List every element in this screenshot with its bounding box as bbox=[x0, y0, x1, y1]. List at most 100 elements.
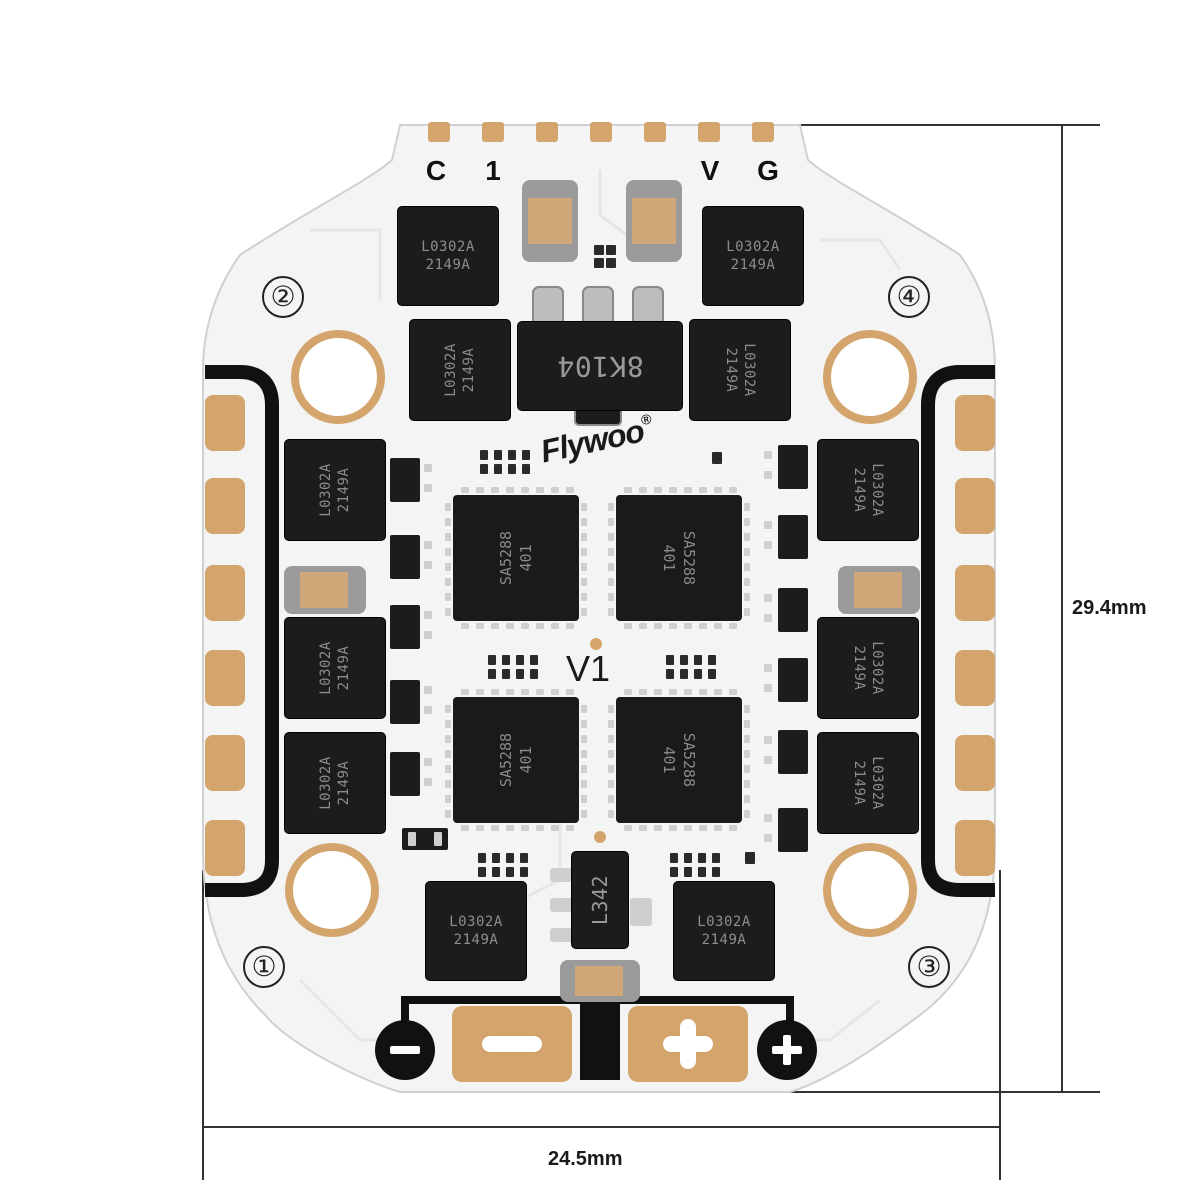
smd-part bbox=[581, 780, 587, 788]
smd-part bbox=[492, 867, 500, 877]
smd-part bbox=[476, 623, 484, 629]
smd-part bbox=[445, 578, 451, 586]
smd-part bbox=[744, 578, 750, 586]
smd-part bbox=[581, 518, 587, 526]
smd-part bbox=[764, 471, 772, 479]
smd-part bbox=[445, 765, 451, 773]
smd-part bbox=[581, 810, 587, 818]
smd-part bbox=[566, 825, 574, 831]
smd-part bbox=[551, 487, 559, 493]
smd-part bbox=[608, 705, 614, 713]
smd-part bbox=[608, 720, 614, 728]
smd-part bbox=[566, 487, 574, 493]
motor-number-3: ③ bbox=[908, 946, 950, 988]
smd-part bbox=[669, 623, 677, 629]
smd-part bbox=[390, 752, 420, 796]
smd-part bbox=[566, 623, 574, 629]
right-motor-pads bbox=[955, 395, 995, 876]
smd-part bbox=[424, 484, 432, 492]
smd-part bbox=[491, 623, 499, 629]
smd-part bbox=[744, 750, 750, 758]
smd-part bbox=[714, 825, 722, 831]
smd-part bbox=[445, 548, 451, 556]
smd-part bbox=[654, 825, 662, 831]
smd-part bbox=[608, 765, 614, 773]
smd-part bbox=[581, 578, 587, 586]
smd-part bbox=[424, 541, 432, 549]
smd-part bbox=[764, 756, 772, 764]
smd-part bbox=[581, 705, 587, 713]
smd-part bbox=[445, 795, 451, 803]
top-pads bbox=[428, 122, 774, 142]
smd-part bbox=[390, 605, 420, 649]
smd-part bbox=[566, 689, 574, 695]
smd-part bbox=[522, 450, 530, 460]
smd-part bbox=[764, 614, 772, 622]
smd-part bbox=[744, 563, 750, 571]
smd-part bbox=[764, 834, 772, 842]
smd-part bbox=[476, 487, 484, 493]
smd-part bbox=[608, 750, 614, 758]
smd-part bbox=[480, 450, 488, 460]
smd-part bbox=[581, 720, 587, 728]
smd-part bbox=[680, 669, 688, 679]
smd-part bbox=[445, 720, 451, 728]
smd-part bbox=[729, 689, 737, 695]
smd-part bbox=[434, 832, 442, 846]
small-components bbox=[390, 245, 808, 877]
smd-part bbox=[712, 867, 720, 877]
smd-part bbox=[654, 623, 662, 629]
smd-part bbox=[639, 689, 647, 695]
smd-part bbox=[476, 825, 484, 831]
smd-part bbox=[424, 631, 432, 639]
smd-part bbox=[684, 867, 692, 877]
smd-part bbox=[445, 780, 451, 788]
smd-part bbox=[608, 810, 614, 818]
smd-part bbox=[666, 655, 674, 665]
regulator-chip: 8K104 bbox=[518, 322, 682, 410]
smd-part bbox=[708, 655, 716, 665]
power-divider bbox=[580, 1000, 620, 1080]
smd-part bbox=[424, 778, 432, 786]
smd-part bbox=[699, 623, 707, 629]
smd-part bbox=[581, 608, 587, 616]
smd-part bbox=[506, 487, 514, 493]
smd-part bbox=[778, 730, 808, 774]
smd-part bbox=[581, 750, 587, 758]
smd-part bbox=[506, 867, 514, 877]
smd-part bbox=[729, 487, 737, 493]
via-dot bbox=[590, 638, 602, 650]
smd-part bbox=[508, 464, 516, 474]
smd-part bbox=[669, 689, 677, 695]
regulator-legs bbox=[532, 286, 664, 426]
smd-part bbox=[708, 669, 716, 679]
smd-part bbox=[390, 458, 420, 502]
smd-part bbox=[461, 623, 469, 629]
smd-part bbox=[712, 853, 720, 863]
smd-part bbox=[516, 669, 524, 679]
smd-part bbox=[712, 452, 722, 464]
smd-part bbox=[744, 795, 750, 803]
smd-part bbox=[461, 487, 469, 493]
smd-part bbox=[530, 669, 538, 679]
smd-part bbox=[424, 561, 432, 569]
smd-part bbox=[729, 825, 737, 831]
motor-number-1: ① bbox=[243, 946, 285, 988]
height-dimension-label: 29.4mm bbox=[1072, 597, 1147, 619]
smd-part bbox=[502, 669, 510, 679]
pin-label-1: 1 bbox=[485, 155, 501, 186]
mounting-holes bbox=[285, 330, 917, 937]
smd-part bbox=[608, 548, 614, 556]
smd-part bbox=[491, 487, 499, 493]
smd-part bbox=[694, 655, 702, 665]
smd-part bbox=[744, 608, 750, 616]
side-rails bbox=[205, 365, 995, 897]
smd-part bbox=[684, 689, 692, 695]
